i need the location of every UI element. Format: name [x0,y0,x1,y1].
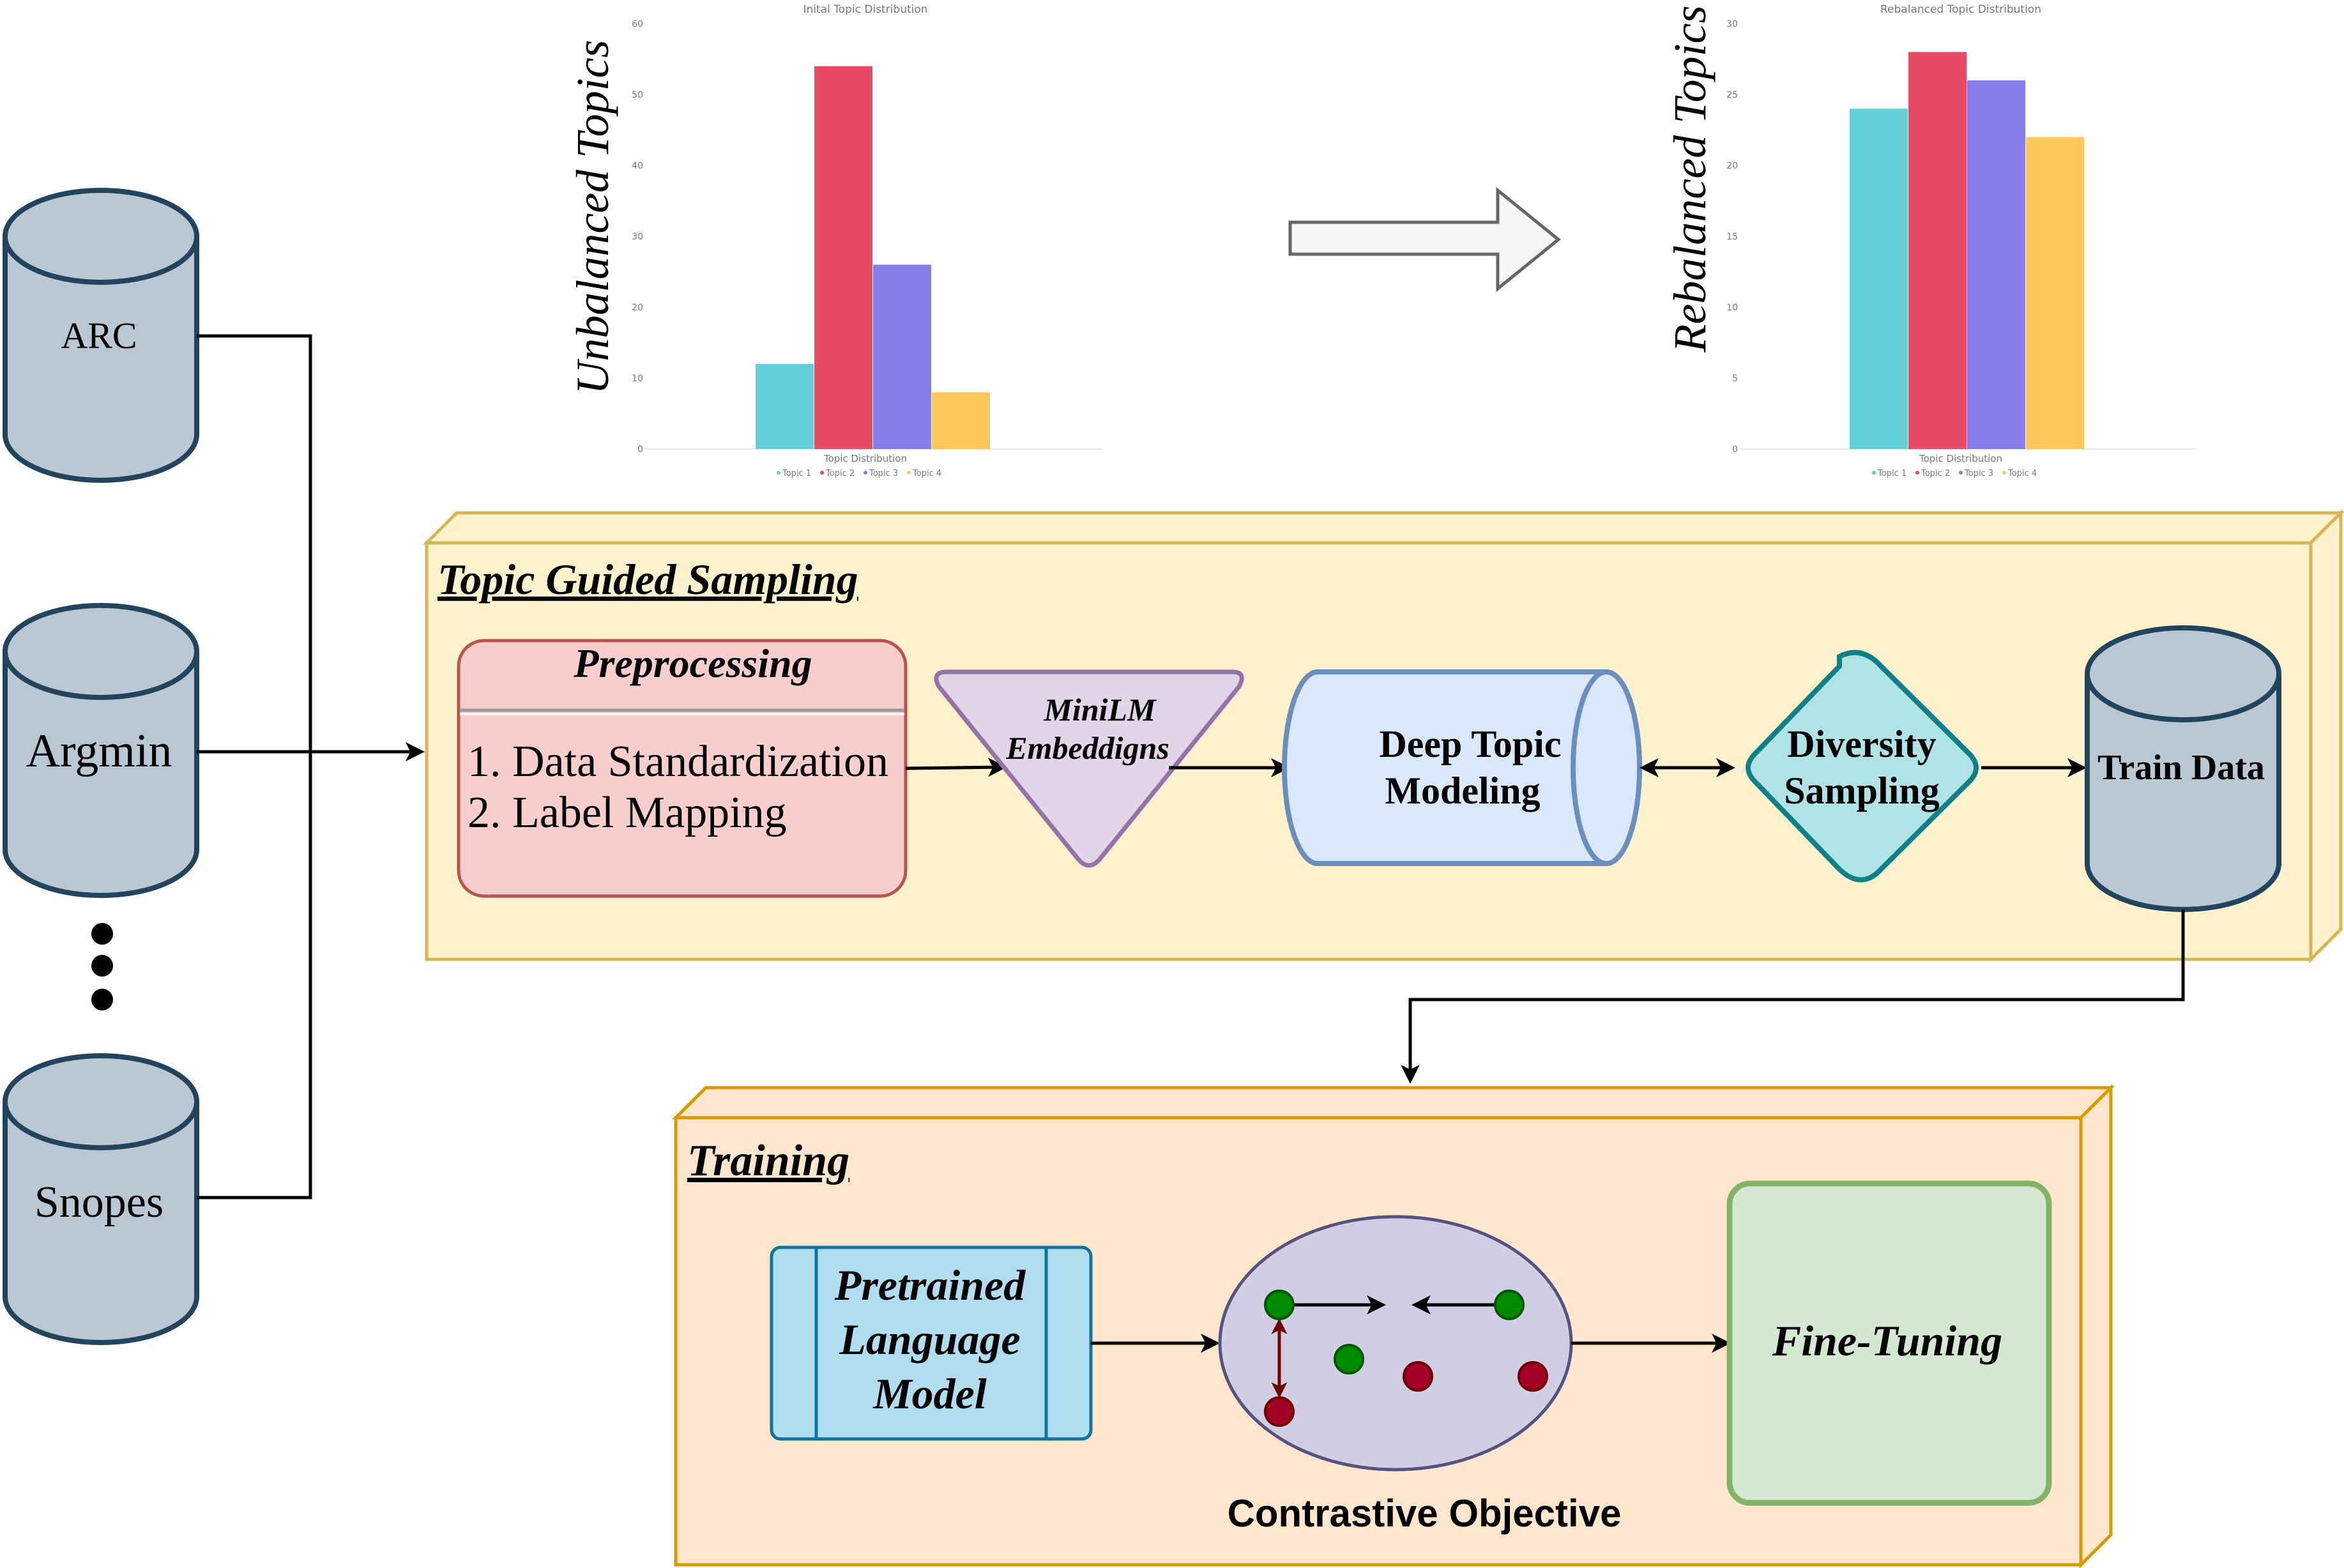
y-tick-label: 30 [632,232,643,242]
preprocessing-step-1: 1. Data Standardization [468,737,888,786]
y-tick-label: 60 [632,19,643,29]
sources-connector [197,334,425,1199]
y-tick-label: 0 [637,445,643,455]
bar-topic-2 [1908,52,1967,449]
legend-swatch [1915,471,1919,475]
topic-line-2: Modeling [1385,770,1540,812]
bar-topic-1 [1850,109,1908,449]
plm-line-3: Model [872,1369,987,1418]
diversity-sampling-node: Diversity Sampling [1746,650,1979,883]
train-data-label: Train Data [2097,748,2265,788]
preprocessing-step-2: 2. Label Mapping [468,788,787,837]
rebalanced-axis-label: Rebalanced Topics [1664,5,1716,353]
legend-label: Topic 4 [912,469,941,478]
y-tick-label: 0 [1732,445,1738,455]
anchor-positive-dot [1264,1290,1295,1320]
pretrained-lm-node: Pretrained Language Model [770,1245,1093,1441]
y-tick-label: 10 [632,374,643,384]
legend-swatch [2002,471,2006,475]
x-axis-label: Topic Distribution [1919,453,2002,464]
positive-dot [1334,1344,1364,1374]
finetune-label: Fine-Tuning [1772,1316,2002,1365]
y-tick-label: 15 [1726,232,1738,242]
source-snopes-label: Snopes [34,1178,164,1227]
plm-line-2: Language [839,1315,1020,1364]
y-tick-label: 40 [632,161,643,171]
deep-topic-modeling-node: Deep Topic Modeling [1282,669,1642,866]
bar-topic-3 [1967,80,2025,450]
y-tick-label: 30 [1726,19,1738,29]
bar-topic-4 [2026,137,2084,449]
arrow-preprocess-to-embed [905,757,1007,777]
bar-topic-1 [756,363,814,449]
arrow-train-data-to-training [1401,910,2185,1084]
bar-topic-3 [873,264,931,449]
rebalanced-topic-chart: Rebalanced Topic Distribution 0 5 10 15 20 25 3… [1726,3,2197,478]
bar-topic-4 [932,392,990,449]
embeddings-line-1: MiniLM [1043,692,1157,727]
preprocessing-title: Preprocessing [573,641,812,686]
x-axis-label: Topic Distribution [823,453,907,464]
y-tick-label: 10 [1726,303,1738,313]
bar-topic-2 [814,66,872,450]
legend-label: Topic 3 [1964,469,1993,478]
legend-label: Topic 4 [2007,469,2037,478]
y-tick-label: 20 [632,303,643,313]
legend-swatch [820,471,824,475]
y-tick-label: 20 [1726,161,1738,171]
diversity-line-2: Sampling [1784,770,1939,812]
y-tick-label: 50 [632,90,643,100]
positive-dot [1494,1290,1525,1320]
train-data-db: Train Data [2085,625,2281,912]
minilm-embeddings-node: MiniLM Embeddigns [934,669,1244,868]
legend-swatch [1959,471,1963,475]
legend-label: Topic 1 [1877,469,1906,478]
topic-line-1: Deep Topic [1379,723,1561,765]
negative-dot [1264,1396,1295,1427]
contrastive-objective-node [1218,1215,1573,1472]
legend-label: Topic 1 [782,469,811,478]
initial-topic-chart: Inital Topic Distribution 0 10 20 30 40 50 60To… [632,3,1102,478]
chart-title: Rebalanced Topic Distribution [1880,3,2041,16]
negative-dot [1403,1361,1433,1392]
diversity-line-1: Diversity [1787,723,1936,765]
negative-dot [1518,1361,1548,1392]
fine-tuning-node: Fine-Tuning [1726,1180,2052,1506]
legend-label: Topic 2 [825,469,855,478]
training-title: Training [687,1136,849,1185]
source-argmin-label: Argmin [26,725,172,777]
chart-title: Inital Topic Distribution [803,3,927,16]
legend-label: Topic 3 [869,469,898,478]
source-argmin-db: Argmin [3,603,199,898]
source-arc-db: ARC [3,188,199,483]
source-snopes-db: Snopes [3,1053,199,1345]
preprocessing-box: Preprocessing 1. Data Standardization 2.… [457,639,908,898]
source-arc-label: ARC [61,315,137,356]
legend-swatch [864,471,867,475]
legend-swatch [1872,471,1876,475]
y-tick-label: 5 [1732,374,1738,384]
legend-swatch [777,471,780,475]
contrastive-label: Contrastive Objective [1228,1492,1622,1535]
embeddings-line-2: Embeddigns [1005,730,1169,766]
unbalanced-axis-label: Unbalanced Topics [567,40,618,394]
rebalance-arrow-icon [1288,186,1561,293]
y-tick-label: 25 [1726,90,1738,100]
plm-line-1: Pretrained [834,1261,1026,1309]
legend-swatch [907,471,911,475]
legend-label: Topic 2 [1921,469,1950,478]
more-sources-ellipsis [91,923,113,1010]
sampling-title: Topic Guided Sampling [438,555,858,604]
